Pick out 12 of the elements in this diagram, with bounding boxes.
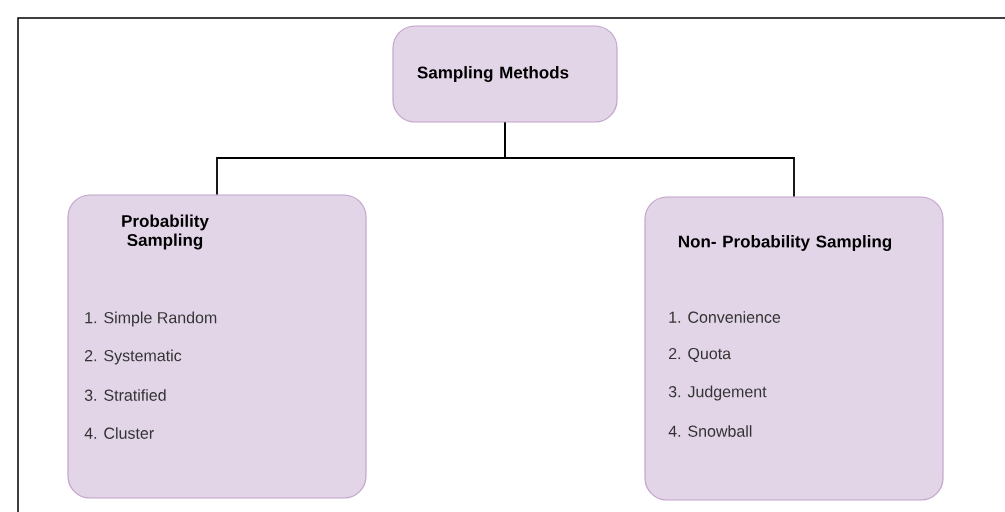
box-heading: Non- Probability Sampling	[678, 235, 892, 251]
list-item: 2. Quota	[669, 347, 732, 363]
list-item: 3. Stratified	[84, 389, 166, 401]
box-heading: Sampling Methods	[417, 66, 569, 82]
list-item: 2. Systematic	[85, 349, 182, 365]
connector-line	[504, 121, 795, 198]
list-item: 1. Simple Random	[85, 311, 217, 327]
box-heading: Probability Sampling	[122, 214, 209, 250]
list-item: 4. Snowball	[668, 425, 752, 437]
list-item: 1. Convenience	[669, 311, 781, 323]
list-item: 4. Cluster	[84, 427, 154, 439]
list-item: 3. Judgement	[668, 385, 767, 401]
